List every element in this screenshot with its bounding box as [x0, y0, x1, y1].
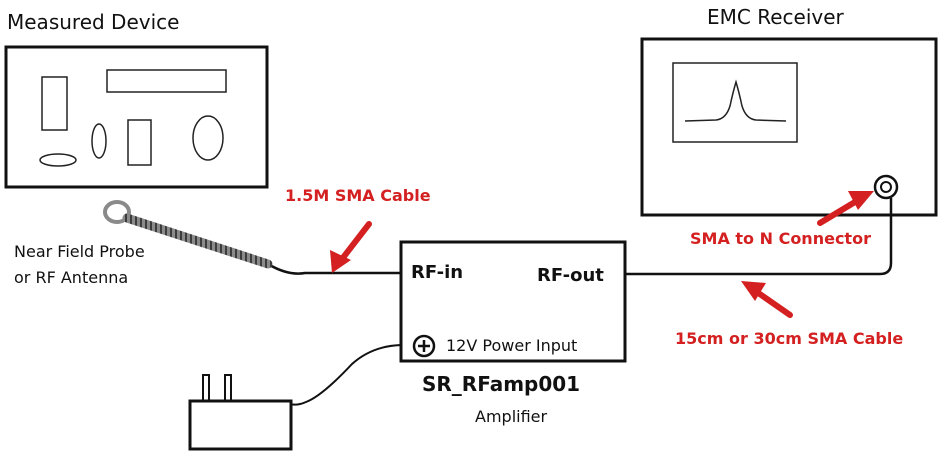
cable-short: [625, 198, 893, 276]
amplifier-label: Amplifier: [475, 407, 548, 426]
receiver-screen: [672, 62, 798, 143]
near-field-probe: [103, 200, 273, 269]
device-component-large-oval: [192, 115, 224, 161]
n-connector-outer: [873, 174, 899, 200]
measured-device-box: [4, 45, 269, 189]
arrow-short-cable-icon: [741, 281, 793, 318]
arrow-sma-to-n-icon: [817, 191, 874, 226]
annotation-arrows: [330, 191, 874, 318]
model-label: SR_RFamp001: [422, 372, 581, 396]
emc-receiver-box: [640, 37, 938, 217]
power-cable: [289, 344, 402, 406]
n-connector-inner: [880, 181, 892, 193]
cable-1-5m-label: 1.5M SMA Cable: [285, 186, 431, 205]
probe-label-line1: Near Field Probe: [14, 242, 145, 261]
arrow-1-5m-cable-icon: [330, 221, 372, 273]
rf-out-label: RF-out: [537, 265, 604, 286]
probe-loop: [103, 200, 131, 224]
power-input-label: 12V Power Input: [446, 336, 578, 355]
sma-to-n-label: SMA to N Connector: [690, 229, 871, 248]
adapter-body: [188, 399, 293, 451]
power-plus-icon: [412, 334, 436, 358]
device-component-rect: [127, 119, 152, 166]
probe-label-line2: or RF Antenna: [14, 268, 129, 287]
spectrum-trace: [684, 79, 787, 122]
device-display: [106, 69, 227, 93]
emc-receiver-title: EMC Receiver: [707, 5, 844, 29]
amplifier-box: [399, 240, 627, 363]
short-cable-label: 15cm or 30cm SMA Cable: [675, 329, 904, 348]
power-adapter: [188, 374, 293, 451]
rf-in-label: RF-in: [411, 262, 464, 283]
adapter-prong-right: [224, 374, 232, 402]
device-component-flat-oval: [39, 153, 77, 167]
emc-receiver: [640, 37, 938, 217]
probe-shaft: [122, 213, 273, 269]
measured-device-title: Measured Device: [7, 10, 180, 34]
measured-device: [4, 45, 269, 189]
device-component-oval: [91, 123, 107, 159]
cable-1-5m: [267, 262, 401, 275]
device-component-tall: [41, 76, 68, 131]
adapter-prong-left: [202, 374, 210, 402]
